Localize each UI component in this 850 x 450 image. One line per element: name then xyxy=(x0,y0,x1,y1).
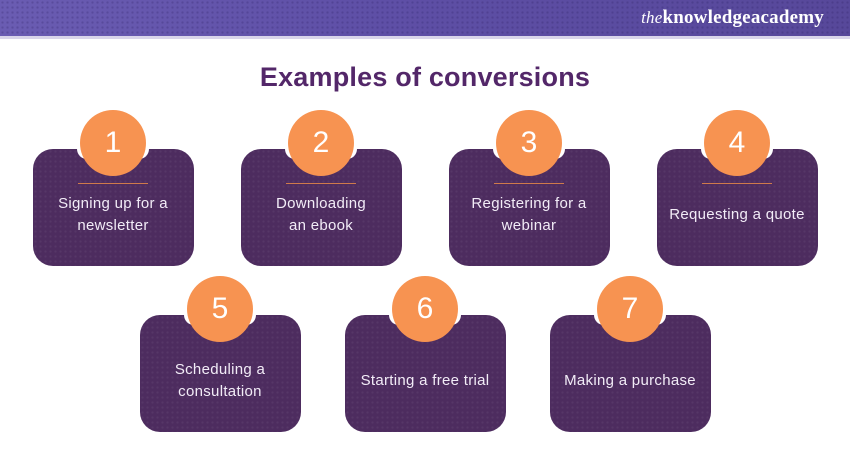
conversion-card-7: 7 Making a purchase xyxy=(549,276,711,432)
number-badge: 1 xyxy=(80,110,146,176)
logo-knowledge: knowledge xyxy=(662,7,751,28)
card-number: 3 xyxy=(520,126,538,159)
card-number: 2 xyxy=(312,126,330,159)
card-number: 6 xyxy=(416,292,434,325)
card-label: Starting a free trial xyxy=(360,371,490,389)
conversion-card-3: 3 Registering for a webinar xyxy=(448,110,610,266)
number-badge: 5 xyxy=(187,276,253,342)
number-badge: 2 xyxy=(288,110,354,176)
card-label: Requesting a quote xyxy=(669,205,805,223)
logo-the: the xyxy=(641,8,663,27)
card-number: 5 xyxy=(211,292,229,325)
conversion-card-6: 6 Starting a free trial xyxy=(344,276,506,432)
card-divider xyxy=(78,183,148,184)
card-label: Scheduling a consultation xyxy=(174,360,266,400)
card-number: 1 xyxy=(104,126,122,159)
number-badge: 3 xyxy=(496,110,562,176)
card-divider xyxy=(494,183,564,184)
number-badge: 7 xyxy=(597,276,663,342)
card-label: Making a purchase xyxy=(564,371,696,389)
card-number: 4 xyxy=(728,126,746,159)
number-badge: 6 xyxy=(392,276,458,342)
header-bar: theknowledgeacademy xyxy=(0,0,850,39)
card-divider xyxy=(702,183,772,184)
brand-logo: theknowledgeacademy xyxy=(641,7,824,29)
cards-row-1: 1 Signing up for a newsletter 2 Download… xyxy=(0,110,850,266)
cards-row-2: 5 Scheduling a consultation 6 Starting a… xyxy=(0,276,850,432)
card-divider xyxy=(286,183,356,184)
conversion-card-4: 4 Requesting a quote xyxy=(656,110,818,266)
card-body: Starting a free trial xyxy=(344,315,506,432)
conversion-card-5: 5 Scheduling a consultation xyxy=(139,276,301,432)
card-number: 7 xyxy=(621,292,639,325)
card-label: Downloading an ebook xyxy=(275,194,367,234)
logo-academy: academy xyxy=(750,7,824,28)
conversion-card-1: 1 Signing up for a newsletter xyxy=(32,110,194,266)
card-label: Signing up for a newsletter xyxy=(58,194,168,234)
number-badge: 4 xyxy=(704,110,770,176)
conversion-card-2: 2 Downloading an ebook xyxy=(240,110,402,266)
card-label: Registering for a webinar xyxy=(471,194,587,234)
page-title: Examples of conversions xyxy=(259,62,591,92)
